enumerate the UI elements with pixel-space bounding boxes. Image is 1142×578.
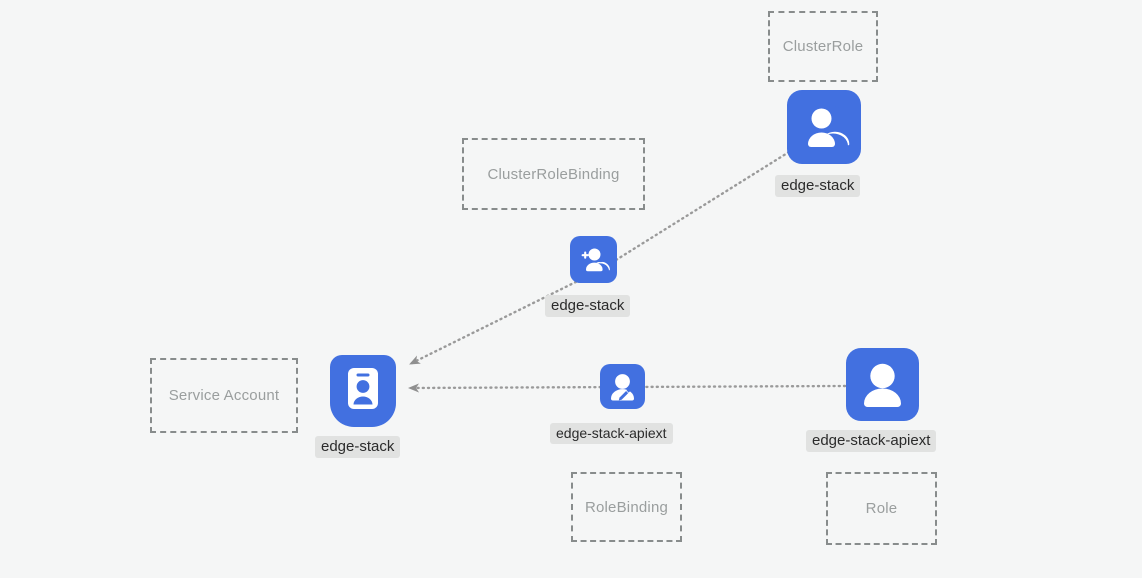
node-role-edge-stack-apiext[interactable]	[846, 348, 919, 421]
node-rolebinding-edge-stack-apiext[interactable]	[600, 364, 645, 409]
user-add-icon	[570, 236, 617, 283]
node-label-rolebinding: edge-stack-apiext	[550, 423, 673, 444]
user-edit-icon	[600, 364, 645, 409]
node-label-clusterrole: edge-stack	[775, 175, 861, 197]
kind-label-clusterrole: ClusterRole	[782, 38, 864, 55]
node-clusterrolebinding-edge-stack[interactable]	[570, 236, 617, 283]
node-clusterrole-edge-stack[interactable]	[787, 90, 861, 164]
node-serviceaccount-edge-stack[interactable]	[330, 355, 396, 427]
kind-box-serviceaccount: Service Account	[150, 358, 298, 433]
kind-label-serviceaccount: Service Account	[168, 387, 280, 404]
kind-label-rolebinding: RoleBinding	[584, 498, 669, 516]
kind-label-clusterrolebinding: ClusterRoleBinding	[487, 165, 620, 183]
node-label-clusterrolebinding: edge-stack	[545, 295, 631, 317]
kind-label-role: Role	[865, 500, 898, 517]
users-group-icon	[787, 90, 861, 164]
node-label-serviceaccount: edge-stack	[315, 436, 401, 458]
user-single-icon	[846, 348, 919, 421]
kind-box-clusterrolebinding: ClusterRoleBinding	[462, 138, 645, 210]
kind-box-rolebinding: RoleBinding	[571, 472, 682, 542]
node-label-role: edge-stack-apiext	[806, 430, 937, 452]
kind-box-clusterrole: ClusterRole	[768, 11, 878, 82]
kind-box-role: Role	[826, 472, 937, 545]
service-account-badge-icon	[330, 355, 396, 427]
